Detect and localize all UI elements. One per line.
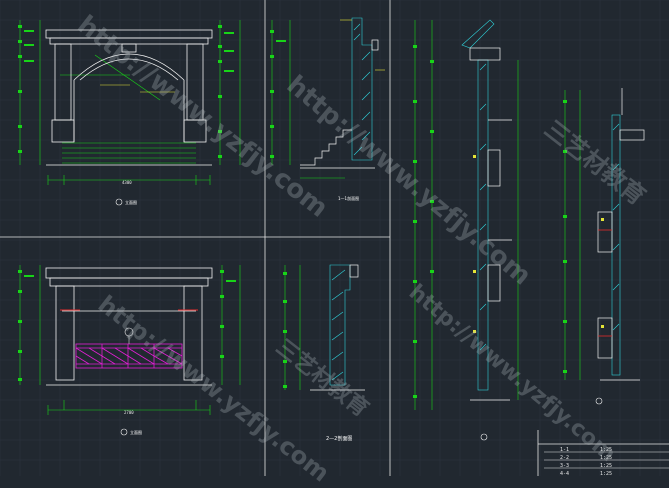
view-title: 立面图: [130, 429, 142, 435]
width-dimension: 2700: [124, 410, 134, 415]
title-block-cell: 4-4: [560, 471, 570, 477]
detail-section: [563, 88, 645, 405]
title-block-cell: 1:25: [600, 463, 613, 469]
title-block: [544, 451, 669, 469]
title-block-cell: 1-1: [560, 447, 570, 453]
section-1-1: 1—1剖面图: [270, 17, 385, 201]
view-title: 立面图: [125, 199, 137, 205]
title-block-cell: 3-3: [560, 463, 570, 469]
title-block-cell: 1:25: [600, 455, 613, 461]
viewport-frames: [0, 0, 669, 476]
front-elevation-bottom: 立面图 2700: [18, 265, 241, 436]
tall-wall-section: [413, 19, 519, 441]
drawing-canvas: 立面图 4300: [0, 0, 669, 476]
front-elevation-top: 立面图 4300: [18, 20, 241, 206]
section-2-2: 2—2剖面图: [283, 264, 365, 442]
view-title: 2—2剖面图: [326, 435, 352, 442]
width-dimension: 4300: [122, 180, 132, 185]
view-title: 1—1剖面图: [338, 195, 359, 201]
title-block-cell: 2-2: [560, 455, 570, 461]
railing: [75, 343, 183, 369]
title-block-cell: 1:25: [600, 447, 613, 453]
title-block-cell: 1:25: [600, 471, 613, 477]
